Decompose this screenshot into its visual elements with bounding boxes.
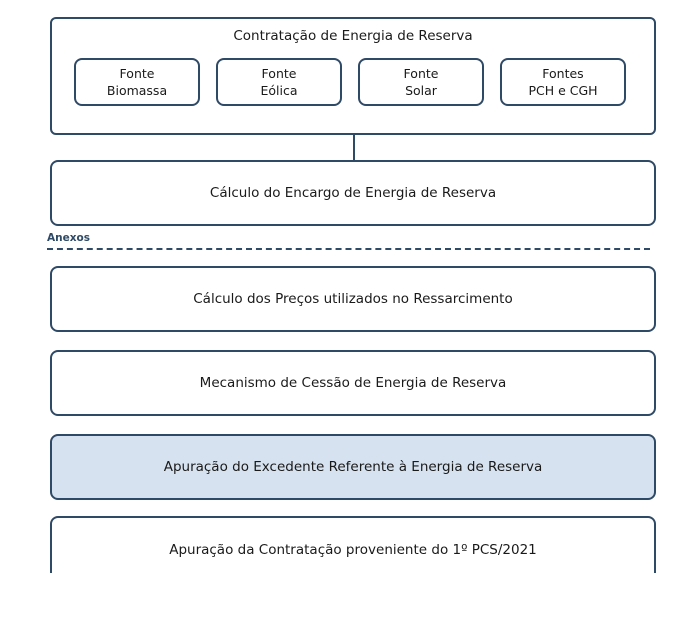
- source-solar-box: Fonte Solar: [358, 58, 484, 106]
- annex-box-precos: Cálculo dos Preços utilizados no Ressarc…: [50, 266, 656, 332]
- source-line2: PCH e CGH: [528, 83, 598, 98]
- source-biomassa-box: Fonte Biomassa: [74, 58, 200, 106]
- page-clip: [40, 573, 670, 644]
- contratacao-title: Contratação de Energia de Reserva: [233, 28, 473, 44]
- annex-label: Anexos: [47, 232, 90, 244]
- source-pch-cgh-box: Fontes PCH e CGH: [500, 58, 626, 106]
- source-line2: Solar: [405, 83, 437, 98]
- source-eolica-box: Fonte Eólica: [216, 58, 342, 106]
- source-line2: Biomassa: [106, 83, 168, 98]
- calculo-encargo-box: Cálculo do Encargo de Energia de Reserva: [50, 160, 656, 226]
- source-line1: Fontes: [542, 66, 584, 81]
- source-line1: Fonte: [119, 66, 155, 81]
- annex-divider: [47, 248, 650, 250]
- annex-box-excedente: Apuração do Excedente Referente à Energi…: [50, 434, 656, 500]
- contratacao-energia-reserva-box: Contratação de Energia de Reserva Fonte …: [50, 17, 656, 135]
- source-line1: Fonte: [261, 66, 297, 81]
- connector-line: [353, 135, 355, 160]
- source-line2: Eólica: [260, 83, 298, 98]
- annex-box-cessao: Mecanismo de Cessão de Energia de Reserv…: [50, 350, 656, 416]
- source-line1: Fonte: [403, 66, 439, 81]
